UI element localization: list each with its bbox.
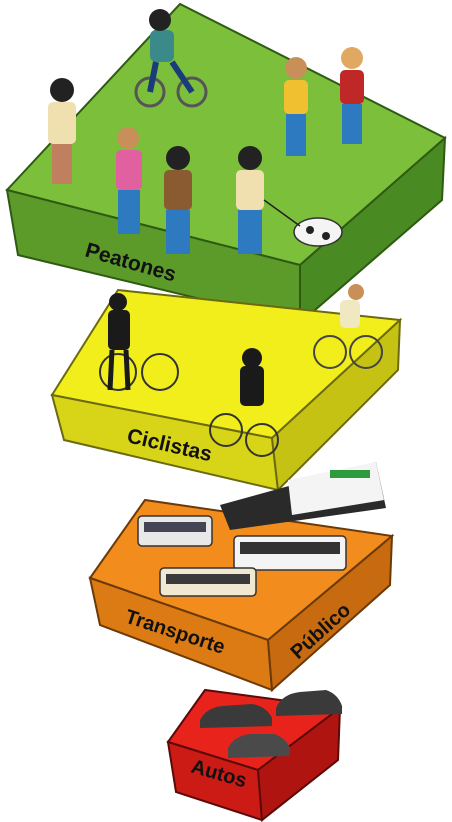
person-icon [236,146,264,254]
person-icon [340,47,364,144]
bus-icon [234,536,346,570]
level-ciclistas: Ciclistas [52,284,400,490]
person-icon [164,146,192,254]
car-icon [276,690,342,716]
level-transporte: Transporte Público [90,462,392,690]
person-icon [48,78,76,184]
bus-icon [160,568,256,596]
level-peatones: Peatones [7,4,445,323]
bus-icon [138,516,212,546]
person-icon [284,57,308,156]
level-autos: Autos [168,690,342,820]
